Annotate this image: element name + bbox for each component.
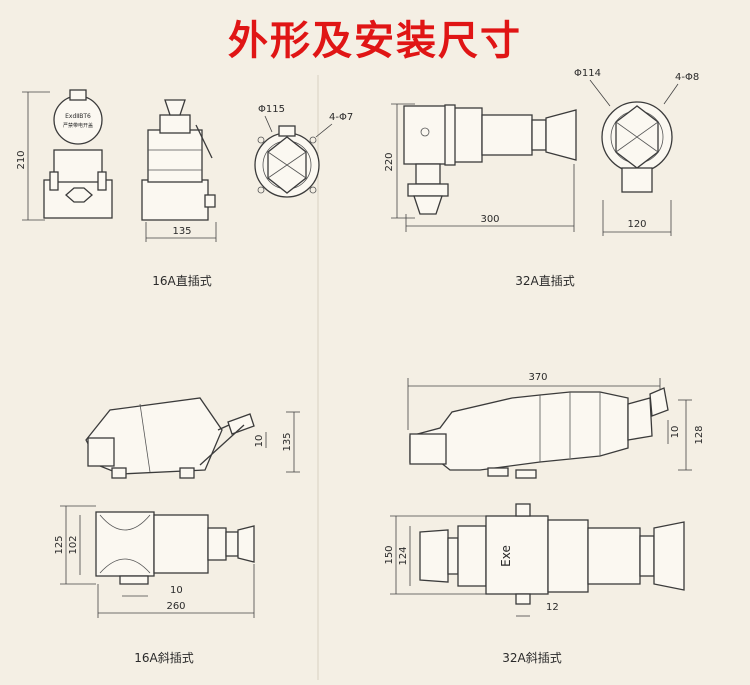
dim-16a-oblique-w2: 260 [166, 601, 185, 612]
dim-32a-oblique-h1: 128 [694, 425, 705, 444]
caption-16a-straight: 16A直插式 [152, 274, 211, 288]
view-32a-straight: 220 300 Φ114 4-Φ8 120 32A直插式 [384, 68, 699, 288]
dim-32a-straight-base: 120 [627, 219, 646, 230]
dim-32a-straight-height: 220 [384, 152, 395, 171]
dim-16a-oblique-h2: 10 [254, 435, 265, 448]
dim-16a-oblique-h1: 135 [282, 432, 293, 451]
dim-32a-oblique-h4: 124 [398, 546, 409, 565]
dim-16a-straight-holes: 4-Φ7 [329, 112, 353, 123]
dim-16a-straight-height: 210 [16, 150, 27, 169]
dim-16a-oblique-h3: 125 [54, 535, 65, 554]
caption-16a-oblique: 16A斜插式 [134, 651, 193, 665]
page-title: 外形及安装尺寸 [228, 18, 522, 64]
dim-16a-oblique-h4: 102 [68, 535, 79, 554]
view-16a-oblique: 135 10 125 102 10 260 16A斜插式 [54, 397, 300, 665]
dim-16a-straight-width: 135 [172, 226, 191, 237]
body-text-exe: Exe [499, 545, 513, 567]
caption-32a-oblique: 32A斜插式 [502, 651, 561, 665]
plate-text-1: ExdⅡBT6 [65, 113, 91, 120]
plate-text-2: 严禁带电开盖 [63, 122, 93, 129]
dim-32a-oblique-w1: 12 [546, 602, 559, 613]
dim-32a-oblique-width: 370 [528, 372, 547, 383]
dim-32a-oblique-h3: 150 [384, 545, 395, 564]
caption-32a-straight: 32A直插式 [515, 274, 574, 288]
dim-32a-straight-width: 300 [480, 214, 499, 225]
dim-32a-straight-dia: Φ114 [574, 68, 601, 79]
view-16a-straight: 210 ExdⅡBT6 严禁带电开盖 135 Φ [16, 89, 353, 288]
dim-32a-straight-holes: 4-Φ8 [675, 72, 699, 83]
dim-16a-straight-dia: Φ115 [258, 104, 285, 115]
dim-32a-oblique-h2: 10 [670, 426, 681, 439]
view-32a-oblique: 370 128 10 Exe 150 124 12 3 [384, 372, 705, 665]
dim-16a-oblique-w1: 10 [170, 585, 183, 596]
